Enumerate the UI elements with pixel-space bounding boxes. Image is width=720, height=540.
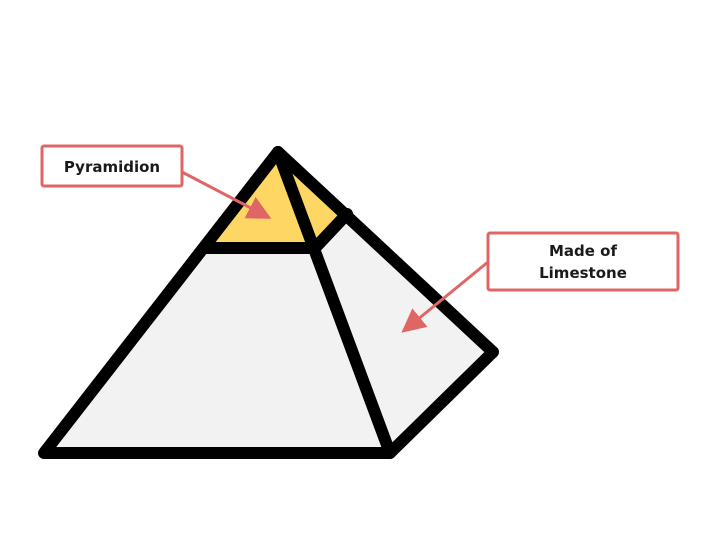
limestone-label-box [486, 231, 680, 292]
pyramidion-label: Pyramidion [64, 158, 160, 176]
pyramidion-callout: Pyramidion [40, 144, 272, 219]
pyramidion-arrow [181, 170, 272, 219]
pyramidion-label-box [40, 144, 184, 188]
limestone-label-line2: Limestone [539, 264, 627, 282]
pyramidion-base-side [309, 208, 353, 254]
limestone-callout: Made of Limestone [401, 231, 680, 333]
pyramid-edge [272, 146, 396, 459]
limestone-label-line1: Made of [549, 242, 617, 260]
pyramid [38, 146, 499, 459]
limestone-arrow [401, 260, 489, 333]
